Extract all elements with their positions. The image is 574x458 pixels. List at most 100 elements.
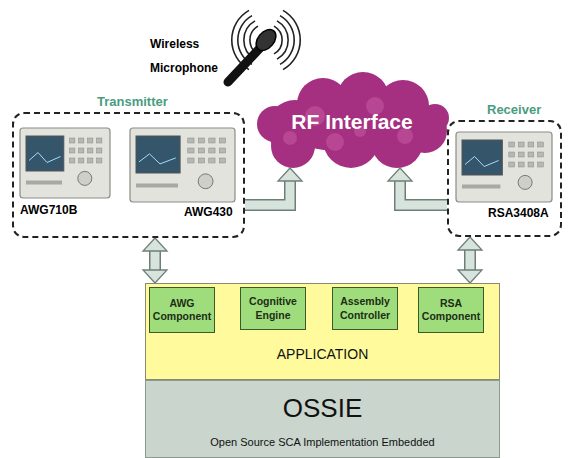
node-title: Cognitive Engine — [244, 295, 302, 321]
instrument-picture — [130, 128, 235, 202]
instrument-trace — [139, 154, 176, 164]
instrument-trace — [29, 153, 61, 163]
arrow-shaft — [151, 251, 160, 270]
microphone-handle — [228, 48, 260, 82]
instrument-key — [509, 162, 515, 167]
instrument-trace — [465, 157, 499, 167]
arrow-shaft — [466, 250, 475, 270]
instrument-key — [70, 148, 75, 153]
cloud-node: RF Interface — [255, 76, 449, 168]
instrument-key — [198, 158, 204, 163]
component-box: Cognitive Engine — [240, 287, 306, 330]
component-box: Assembly Controller — [332, 287, 398, 330]
node-title: AWG Component — [153, 297, 211, 323]
arrow-head — [143, 270, 167, 283]
instrument-picture — [20, 128, 110, 198]
instrument-knob — [198, 174, 213, 189]
node-subtitle: Open Source SCA Implementation Embedded — [146, 436, 499, 448]
component-box: RSA Component — [418, 287, 484, 333]
instrument-key — [70, 138, 75, 143]
device-caption: Wireless Microphone — [150, 32, 234, 80]
arrow-outline — [245, 181, 290, 205]
instrument-body — [130, 128, 235, 202]
instrument-label: RSA3408A — [488, 206, 549, 220]
instrument-slot — [26, 181, 62, 185]
cloud-texture — [283, 131, 297, 145]
instrument-label: AWG430 — [184, 205, 233, 219]
instrument-key — [97, 148, 102, 153]
instrument-key — [518, 162, 524, 167]
node-title: Receiver — [484, 102, 544, 117]
instrument-key — [509, 152, 515, 157]
instrument-key — [219, 158, 225, 163]
instrument-screen — [26, 136, 64, 171]
instrument-key — [198, 148, 204, 153]
instrument-key — [88, 158, 93, 163]
sound-wave — [277, 21, 288, 59]
arrow-head — [388, 168, 412, 181]
arrow-outline — [464, 250, 476, 270]
instrument-key — [209, 138, 215, 143]
instrument-key — [70, 158, 75, 163]
instrument-screen — [462, 140, 502, 175]
instrument-key — [538, 152, 544, 157]
instrument-key — [528, 142, 534, 147]
instrument-key — [88, 148, 93, 153]
arrow-shaft — [245, 181, 290, 205]
instrument-knob — [78, 171, 92, 185]
arrow-head — [278, 168, 302, 181]
arrow-head — [143, 238, 167, 251]
cloud-fill — [257, 72, 449, 168]
instrument-key — [188, 138, 194, 143]
instrument-key — [518, 152, 524, 157]
application-box: APPLICATION AWG Component Cognitive Engine… — [145, 283, 500, 380]
instrument-key — [88, 138, 93, 143]
instrument-key — [79, 148, 84, 153]
instrument-key — [79, 158, 84, 163]
instrument-key — [509, 142, 515, 147]
instrument-key — [528, 152, 534, 157]
instrument-knob — [518, 175, 532, 189]
sound-wave — [283, 10, 300, 69]
instrument-key — [219, 138, 225, 143]
instrument-screen — [136, 136, 180, 173]
instrument-key — [538, 162, 544, 167]
node-title: OSSIE — [146, 393, 499, 424]
platform-box: OSSIE Open Source SCA Implementation Embe… — [145, 380, 500, 458]
node-title: Transmitter — [94, 94, 171, 109]
block-arrow — [143, 238, 167, 283]
instrument-body — [456, 132, 552, 202]
cloud-texture — [326, 133, 344, 151]
instrument-key — [188, 148, 194, 153]
arrow-head — [458, 237, 482, 250]
instrument-slot — [462, 185, 500, 189]
instrument-slot — [136, 184, 178, 188]
arrow-shaft — [400, 181, 447, 205]
cloud-core — [274, 92, 430, 152]
microphone-head — [252, 26, 280, 55]
node-title: RSA Component — [422, 297, 480, 323]
arrow-outline — [400, 181, 447, 205]
instrument-key — [97, 138, 102, 143]
instrument-label: AWG710B — [20, 203, 77, 217]
instrument-key — [219, 148, 225, 153]
sound-wave — [280, 16, 294, 65]
instrument-key — [528, 162, 534, 167]
instrument-picture — [456, 132, 552, 202]
instrument-key — [97, 158, 102, 163]
instrument-body — [20, 128, 110, 198]
node-title: APPLICATION — [146, 346, 499, 362]
node-title: RF Interface — [291, 110, 412, 134]
group-box: Transmitter — [12, 112, 245, 238]
instrument-key — [538, 142, 544, 147]
instrument-key — [79, 138, 84, 143]
node-title: Assembly Controller — [336, 295, 394, 321]
arrow-outline — [149, 251, 161, 270]
instrument-key — [209, 148, 215, 153]
arrow-head — [458, 270, 482, 283]
instrument-key — [188, 158, 194, 163]
instrument-key — [209, 158, 215, 163]
component-box: AWG Component — [149, 287, 215, 333]
instrument-key — [198, 138, 204, 143]
